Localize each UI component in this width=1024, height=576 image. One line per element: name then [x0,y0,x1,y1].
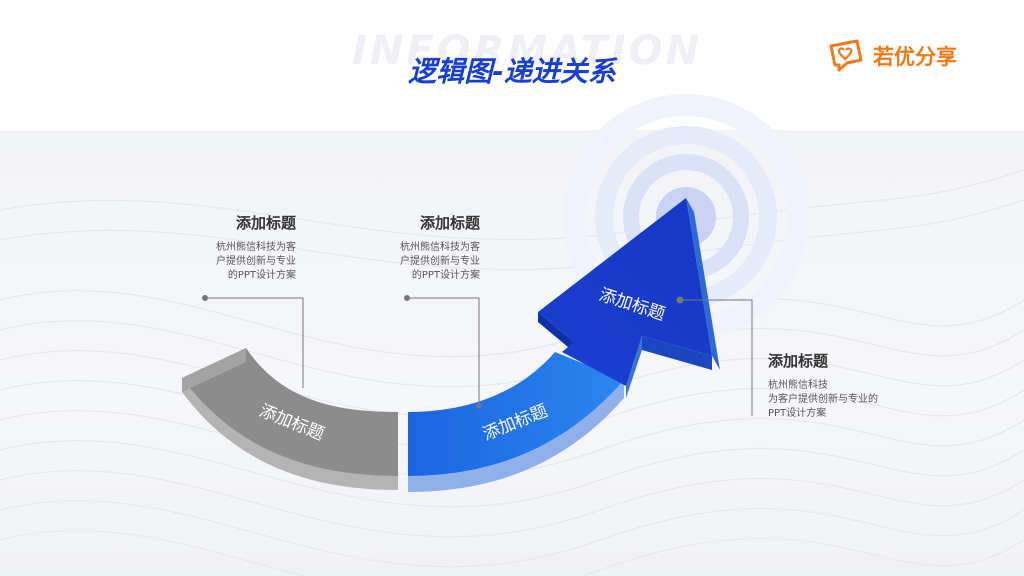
brand-logo: 若优分享 [827,38,957,74]
connector-dots [202,295,684,409]
chat-heart-icon [829,39,863,72]
step-1-segment [182,348,398,490]
step-3-arrow [538,198,720,398]
step-3-desc-line: 杭州熊信科技 [768,380,828,391]
step-1-block: 添加标题 杭州熊信科技为客 户提供创新与专业 的PPT设计方案 [196,212,296,283]
step-3-title: 添加标题 [768,352,829,370]
step-3-block: 添加标题 杭州熊信科技 为客户提供创新与专业的 PPT设计方案 [768,350,928,421]
step-1-desc-line: 户提供创新与专业 [216,256,296,267]
step-1-desc-line: 的PPT设计方案 [227,270,296,281]
step-3-desc-line: 为客户提供创新与专业的 [768,394,878,405]
header-watermark: INFORMATION [352,28,703,74]
step-1-desc-line: 杭州熊信科技为客 [216,242,296,253]
step-2-title: 添加标题 [419,214,480,232]
step-2-desc: 杭州熊信科技为客 户提供创新与专业 的PPT设计方案 [380,241,480,283]
step-2-segment [408,352,624,492]
page-title: 逻辑图-递进关系 [408,55,616,88]
step-1-title: 添加标题 [235,214,296,232]
step-2-block: 添加标题 杭州熊信科技为客 户提供创新与专业 的PPT设计方案 [380,212,480,283]
step-2-desc-line: 的PPT设计方案 [411,270,480,281]
step-1-desc: 杭州熊信科技为客 户提供创新与专业 的PPT设计方案 [196,241,296,283]
step-3-desc: 杭州熊信科技 为客户提供创新与专业的 PPT设计方案 [768,379,928,421]
logo-text: 若优分享 [873,45,957,69]
step-2-desc-line: 杭州熊信科技为客 [400,242,480,253]
step-3-desc-line: PPT设计方案 [768,408,827,419]
connector-lines [205,297,753,416]
step-2-desc-line: 户提供创新与专业 [400,256,480,267]
